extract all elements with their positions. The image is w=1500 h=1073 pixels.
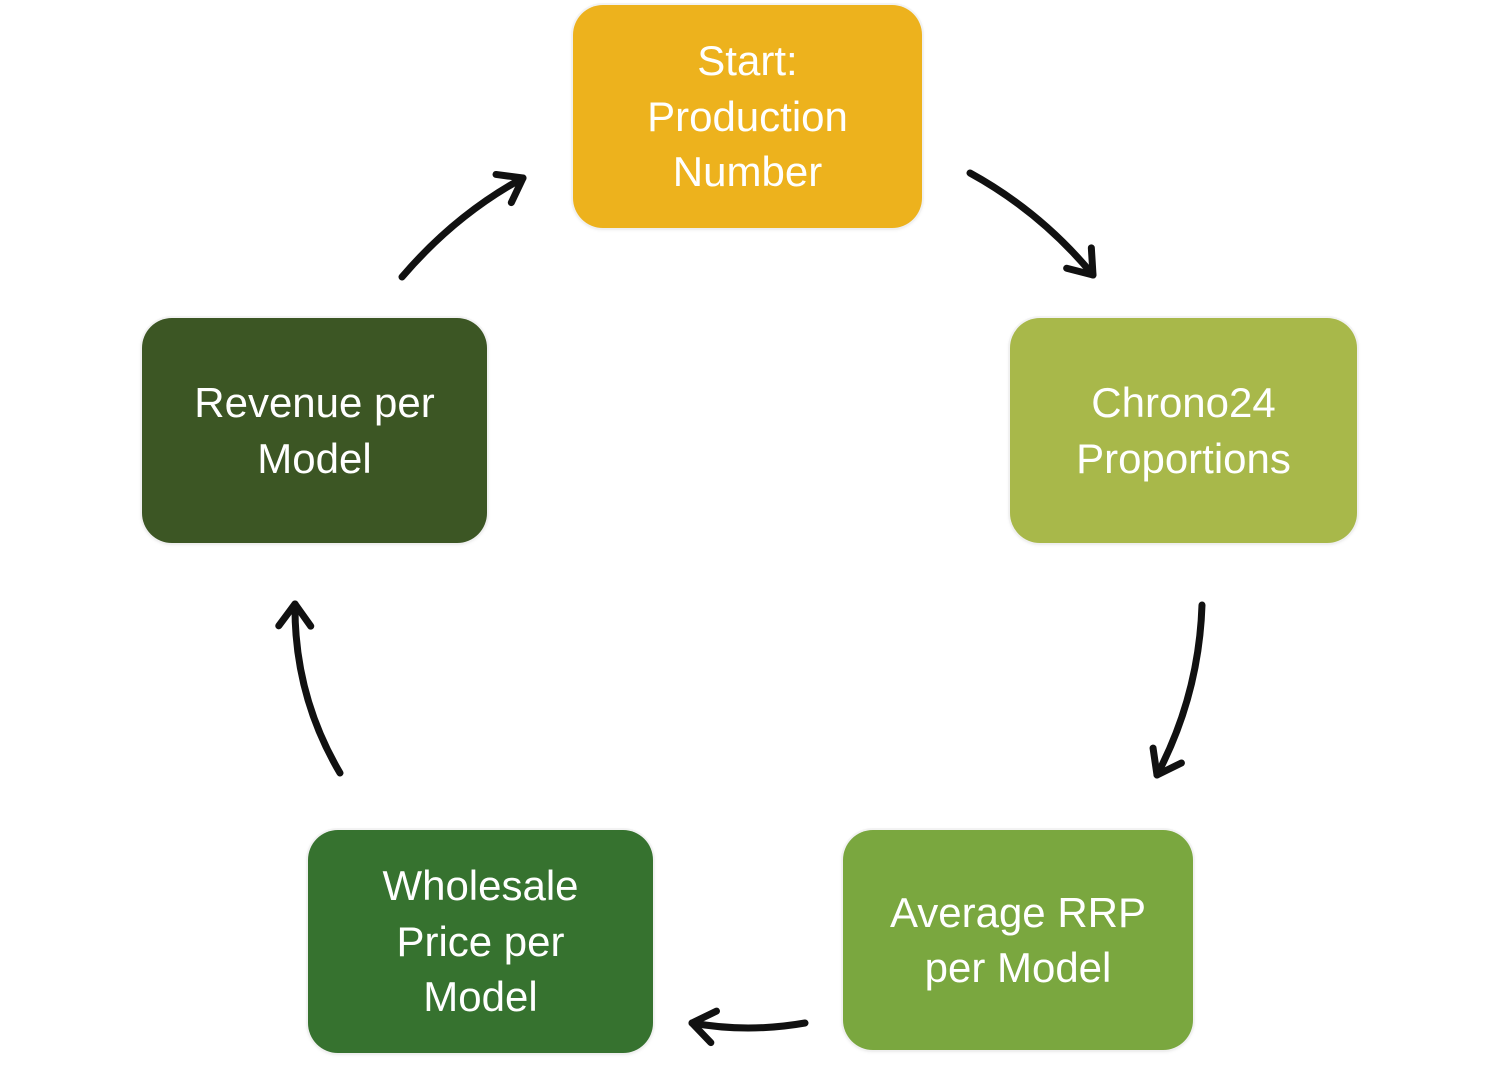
arrow-chrono24-to-average-rrp bbox=[1149, 601, 1206, 779]
node-chrono24-proportions: Chrono24 Proportions bbox=[1010, 318, 1357, 543]
node-start-production-number: Start: Production Number bbox=[573, 5, 922, 228]
node-wholesale-price-per-model: Wholesale Price per Model bbox=[308, 830, 653, 1053]
arrow-revenue-to-start bbox=[398, 170, 527, 281]
arrow-wholesale-to-revenue bbox=[275, 600, 344, 777]
arrow-start-to-chrono24 bbox=[966, 169, 1097, 279]
arrow-average-rrp-to-wholesale bbox=[688, 1007, 809, 1047]
node-revenue-per-model: Revenue per Model bbox=[142, 318, 487, 543]
node-average-rrp-per-model: Average RRP per Model bbox=[843, 830, 1193, 1050]
